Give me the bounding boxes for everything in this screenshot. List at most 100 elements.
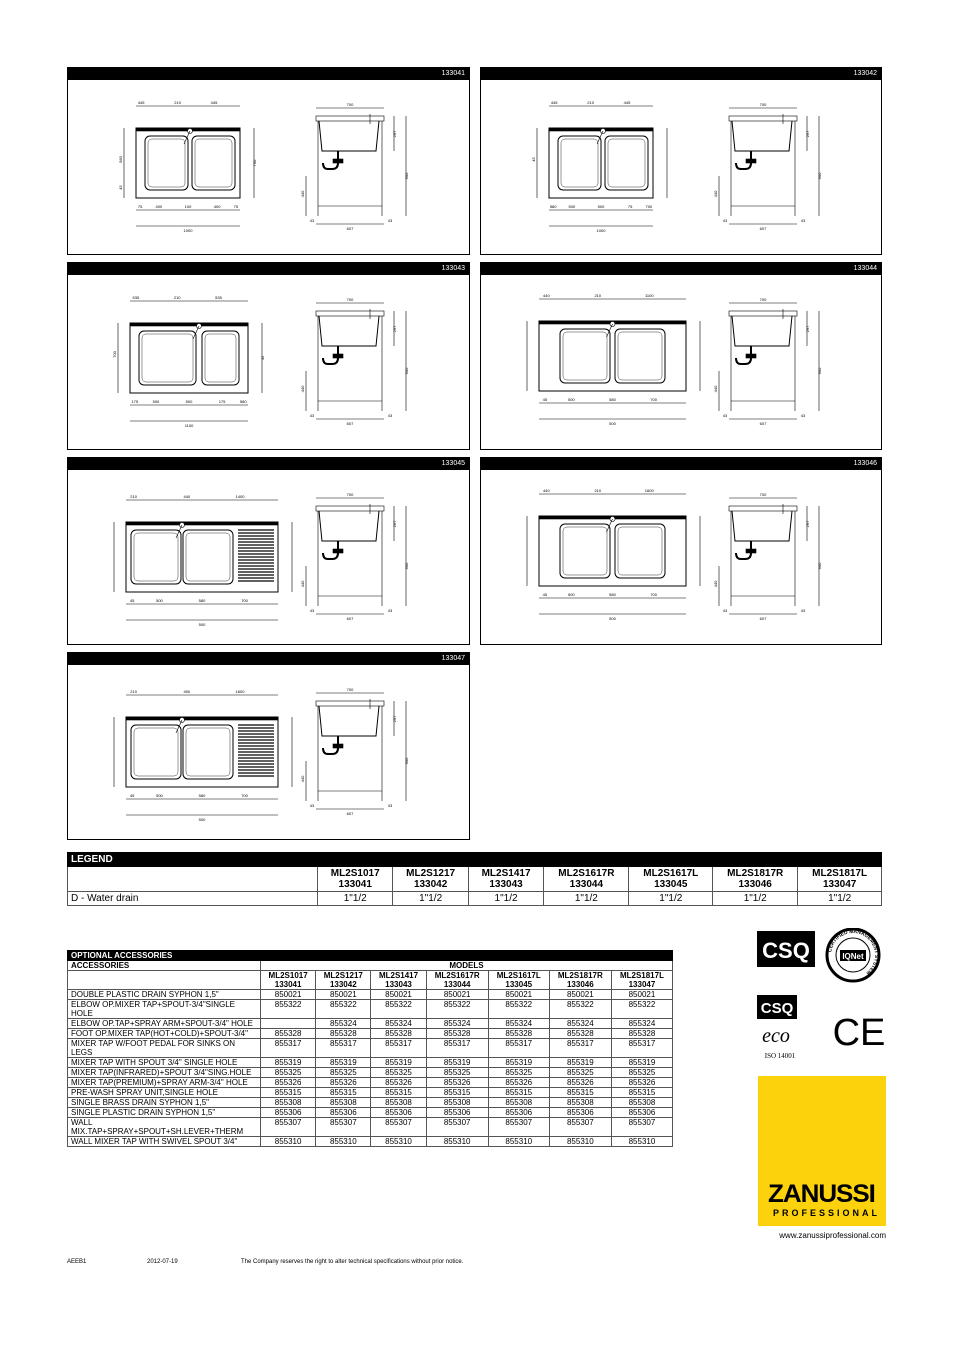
- dimension-label: 297: [392, 325, 397, 332]
- dimension-label: 210: [594, 293, 601, 298]
- accessory-code: 855319: [487, 1057, 550, 1068]
- accessory-code: 855307: [259, 1117, 317, 1137]
- dimension-label: 75: [138, 204, 143, 209]
- dimension-label: 43: [801, 218, 806, 223]
- accessory-code: 855307: [548, 1117, 612, 1137]
- side-view: [305, 107, 407, 225]
- accessory-code: 855319: [315, 1057, 372, 1068]
- accessory-code: 855319: [610, 1057, 674, 1068]
- accessory-code: [259, 1018, 317, 1029]
- dimension-label: 43: [723, 218, 728, 223]
- dimension-label: 45: [543, 592, 548, 597]
- accessory-name: MIXER TAP(INFRARED)+SPOUT 3/4"SING.HOLE: [67, 1067, 261, 1078]
- dimension-label: 607: [760, 421, 767, 426]
- dimension-label: 900: [404, 367, 409, 374]
- dimension-label: 45: [543, 397, 548, 402]
- plan-view: [536, 105, 668, 227]
- accessory-name: ELBOW OP.MIXER TAP+SPOUT-3/4"SINGLE HOLE: [67, 999, 261, 1019]
- brand-subtitle: PROFESSIONAL: [773, 1208, 881, 1218]
- accessory-code: 855326: [425, 1077, 489, 1088]
- dimension-label: 297: [805, 520, 810, 527]
- dimension-label: 440: [183, 494, 190, 499]
- dimension-label: 445: [551, 100, 558, 105]
- dimension-label: 1100: [185, 423, 194, 428]
- accessory-code: 855308: [259, 1097, 317, 1108]
- dimension-label: 297: [805, 325, 810, 332]
- accessory-row: MIXER TAP W/FOOT PEDAL FOR SINKS ON LEGS…: [67, 1038, 674, 1058]
- accessory-code: 855322: [425, 999, 489, 1019]
- accessory-name: PRE-WASH SPRAY UNIT,SINGLE HOLE: [67, 1087, 261, 1098]
- accessory-code: 855315: [259, 1087, 317, 1098]
- dimension-label: 440: [300, 385, 305, 392]
- dimension-label: 500: [199, 622, 206, 627]
- dimension-label: 900: [817, 562, 822, 569]
- accessory-code: 855328: [548, 1028, 612, 1039]
- dimension-label: 900: [404, 172, 409, 179]
- accessory-code: 855310: [259, 1136, 317, 1147]
- accessory-code: 855326: [487, 1077, 550, 1088]
- dimension-label: 500: [153, 399, 160, 404]
- accessory-row: ELBOW OP.MIXER TAP+SPOUT-3/4"SINGLE HOLE…: [67, 999, 674, 1019]
- accessories-title: OPTIONAL ACCESSORIES: [67, 950, 673, 961]
- svg-text:CSQ: CSQ: [762, 938, 810, 963]
- dimension-label: 175: [131, 399, 138, 404]
- legend-value: 1"1/2: [797, 891, 882, 906]
- dimension-label: 297: [392, 715, 397, 722]
- legend-value: 1"1/2: [316, 891, 394, 906]
- dimension-label: 400: [214, 204, 221, 209]
- accessory-code: 855326: [370, 1077, 427, 1088]
- dimension-label: 43: [801, 413, 806, 418]
- side-view: [718, 302, 820, 420]
- dimension-label: 1000: [597, 228, 607, 233]
- accessory-code: 850021: [259, 989, 317, 1000]
- accessory-code: 855306: [370, 1107, 427, 1118]
- brand-url[interactable]: www.zanussiprofessional.com: [779, 1231, 886, 1240]
- accessory-name: MIXER TAP(PREMIUM)+SPRAY ARM-3/4" HOLE: [67, 1077, 261, 1088]
- accessory-code: 855325: [487, 1067, 550, 1078]
- zanussi-brand-block: ZANUSSI PROFESSIONAL: [758, 1076, 886, 1226]
- plan-view: [117, 300, 263, 422]
- dimension-label: 210: [174, 100, 181, 105]
- accessory-code: 855308: [315, 1097, 372, 1108]
- dimension-label: 500: [609, 616, 616, 621]
- dimension-label: 210: [174, 295, 181, 300]
- dimension-label: 900: [817, 367, 822, 374]
- dimension-label: 607: [347, 616, 354, 621]
- accessory-code: 855315: [425, 1087, 489, 1098]
- accessory-code: 855308: [610, 1097, 674, 1108]
- svg-text:ISO 14001: ISO 14001: [765, 1052, 796, 1060]
- dimension-label: 580: [118, 155, 123, 162]
- accessory-code: 855306: [425, 1107, 489, 1118]
- dimension-label: 700: [241, 793, 248, 798]
- side-view: [305, 692, 407, 810]
- accessory-code: 855324: [487, 1018, 550, 1029]
- accessory-code: 855322: [370, 999, 427, 1019]
- accessory-code: 855325: [610, 1067, 674, 1078]
- accessory-row: MIXER TAP(INFRARED)+SPOUT 3/4"SING.HOLE 8…: [67, 1067, 674, 1078]
- side-view: [305, 302, 407, 420]
- svg-text:eco: eco: [762, 1025, 790, 1047]
- dimension-label: 210: [587, 100, 594, 105]
- accessory-code: 855315: [370, 1087, 427, 1098]
- accessory-name: DOUBLE PLASTIC DRAIN SYPHON 1,5": [67, 989, 261, 1000]
- plan-view: [123, 105, 255, 227]
- accessory-code: 850021: [315, 989, 372, 1000]
- accessory-name: WALL MIXER TAP WITH SWIVEL SPOUT 3/4": [67, 1136, 261, 1147]
- dimension-label: 440: [713, 190, 718, 197]
- accessory-code: 855307: [610, 1117, 674, 1137]
- dimension-label: 700: [650, 592, 657, 597]
- dimension-label: 500: [156, 598, 163, 603]
- dimension-label: 580: [199, 598, 206, 603]
